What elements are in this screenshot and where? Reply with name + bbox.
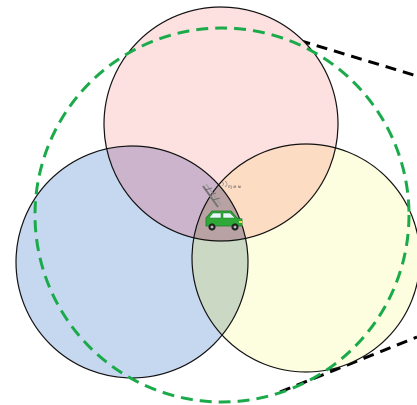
coverage-circle [33,26,411,404]
circle-top-outline [103,6,339,242]
vehicle-icon [205,210,243,231]
cell-tower-icon: ɱ ʍ ʍ [202,180,242,208]
circle-right-outline [191,143,417,373]
tower-label: ɱ ʍ ʍ [228,184,242,189]
overlap-top-left [104,146,248,241]
overlap-top-right [192,144,338,241]
